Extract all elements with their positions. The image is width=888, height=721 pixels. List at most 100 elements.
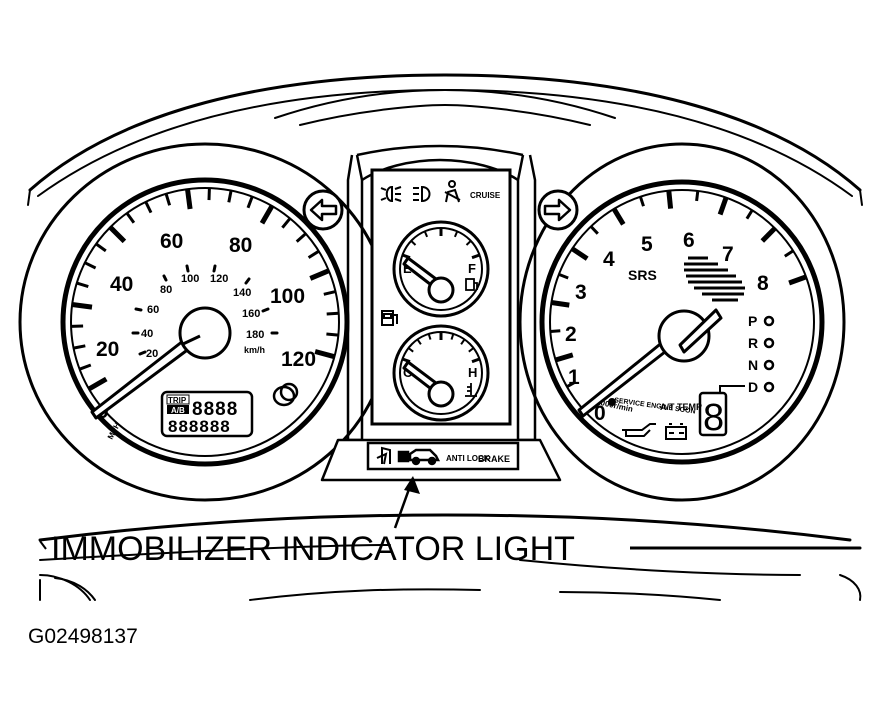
- rpm-label-3: 3: [575, 281, 587, 304]
- fuel-pump-icon: [381, 310, 398, 326]
- tick-mark: [570, 246, 589, 261]
- tick-mark: [695, 190, 700, 202]
- tick-mark: [87, 376, 108, 392]
- rpm-label-7: 7: [722, 243, 734, 266]
- tick-mark: [416, 338, 422, 345]
- tick-mark: [79, 363, 92, 371]
- rpm-label-2: 2: [565, 323, 577, 346]
- fog-light-icon: [380, 185, 402, 203]
- lower-indicator-panel: ANTI LOCK BRAKE: [320, 438, 562, 482]
- kmh-unit: km/h: [244, 345, 265, 355]
- tick-mark: [471, 357, 481, 364]
- seatbelt-icon: [444, 180, 461, 203]
- tick-mark: [125, 212, 136, 224]
- kmh-label-120: 120: [210, 273, 228, 285]
- speedometer-tick-marks: [71, 188, 339, 392]
- tick-mark: [314, 349, 336, 360]
- tick-mark: [423, 231, 429, 238]
- kmh-label-160: 160: [242, 308, 260, 320]
- left-turn-arrow-icon: [302, 189, 344, 231]
- fuel-gauge: F E: [392, 220, 490, 318]
- rpm-label-5: 5: [641, 233, 653, 256]
- tick-mark: [566, 380, 577, 389]
- tick-mark: [227, 190, 233, 203]
- gear-digit-display: 8: [698, 391, 728, 439]
- battery-icon: [665, 423, 687, 440]
- trip-value: 8888: [192, 399, 238, 420]
- mph-label-100: 100: [270, 285, 305, 308]
- tick-mark: [551, 300, 570, 308]
- tick-mark: [471, 253, 481, 260]
- tick-mark: [666, 190, 674, 209]
- rpm-labels: 0 1 2 3 4 5 6 7 8: [565, 229, 769, 425]
- tick-mark: [760, 226, 777, 243]
- cruise-label: CRUISE: [470, 191, 501, 200]
- oil-can-icon: [608, 398, 656, 437]
- tick-mark: [281, 217, 292, 229]
- tick-mark: [554, 352, 574, 363]
- tick-mark: [558, 273, 569, 280]
- kmh-label-140: 140: [233, 287, 251, 299]
- tick-mark: [71, 302, 93, 310]
- tick-mark: [783, 249, 795, 258]
- at-temp-label: A/T TEMP: [660, 402, 702, 412]
- speedometer-needle: [90, 306, 232, 420]
- tick-mark: [717, 196, 729, 216]
- gear-indicator: P R N D: [719, 313, 775, 395]
- tick-mark: [307, 249, 320, 259]
- kmh-label-40: 40: [141, 328, 153, 340]
- tick-mark: [468, 347, 475, 353]
- tick-mark: [185, 188, 193, 210]
- headlight-icon: [413, 185, 431, 203]
- mph-label-80: 80: [229, 234, 252, 257]
- fuel-pump-icon: [465, 278, 478, 291]
- tick-mark: [788, 274, 807, 286]
- rpm-label-8: 8: [757, 272, 769, 295]
- anti-lock-label: ANTI LOCK: [446, 454, 490, 463]
- tick-mark: [611, 207, 626, 226]
- trip-label: TRIP: [168, 396, 187, 405]
- tachometer-red-zone: [684, 256, 745, 302]
- tick-mark: [745, 209, 754, 220]
- tick-mark: [73, 344, 86, 350]
- gear-label-r: R: [748, 335, 758, 351]
- rpm-label-1: 1: [568, 366, 580, 389]
- srs-label: SRS: [628, 267, 657, 283]
- right-turn-arrow-icon: [537, 189, 579, 231]
- total-value: 888888: [168, 417, 231, 436]
- gear-digit: 8: [703, 397, 724, 439]
- kmh-label-60: 60: [147, 304, 159, 316]
- tick-mark: [164, 193, 172, 206]
- tick-mark: [259, 204, 275, 225]
- immobilizer-car-key-icon: [397, 448, 441, 466]
- rpm-label-0: 0: [594, 402, 606, 425]
- tick-mark: [84, 261, 97, 270]
- tachometer: 0 1 2 3 4 5 6 7 8 SRS x1000r/min P R N D: [518, 142, 846, 502]
- kmh-tick-marks: [131, 264, 279, 356]
- tick-mark: [453, 231, 459, 238]
- callout-label: IMMOBILIZER INDICATOR LIGHT: [51, 530, 575, 568]
- temperature-gauge: H C: [392, 324, 490, 422]
- tick-mark: [76, 281, 89, 289]
- kmh-label-20: 20: [146, 348, 158, 360]
- gear-label-d: D: [748, 379, 758, 395]
- tachometer-needle: [577, 308, 723, 418]
- immobilizer-callout: IMMOBILIZER INDICATOR LIGHT: [39, 476, 642, 568]
- tick-mark: [323, 290, 336, 296]
- tick-mark: [295, 232, 307, 243]
- tick-mark: [326, 332, 339, 337]
- mph-label-20: 20: [96, 338, 119, 361]
- dashboard-outline: [27, 73, 863, 601]
- reset-knob-icon[interactable]: [272, 382, 299, 407]
- tick-mark: [326, 311, 339, 316]
- tick-mark: [589, 225, 599, 235]
- gear-label-n: N: [748, 357, 758, 373]
- temp-hot-label: H: [468, 365, 477, 380]
- tick-mark: [246, 196, 254, 209]
- tick-mark: [108, 225, 127, 244]
- coolant-temp-icon: [465, 383, 477, 397]
- tick-mark: [460, 338, 466, 345]
- odometer-display: TRIP A/B 8888 888888: [160, 390, 254, 438]
- door-ajar-icon: [376, 446, 391, 465]
